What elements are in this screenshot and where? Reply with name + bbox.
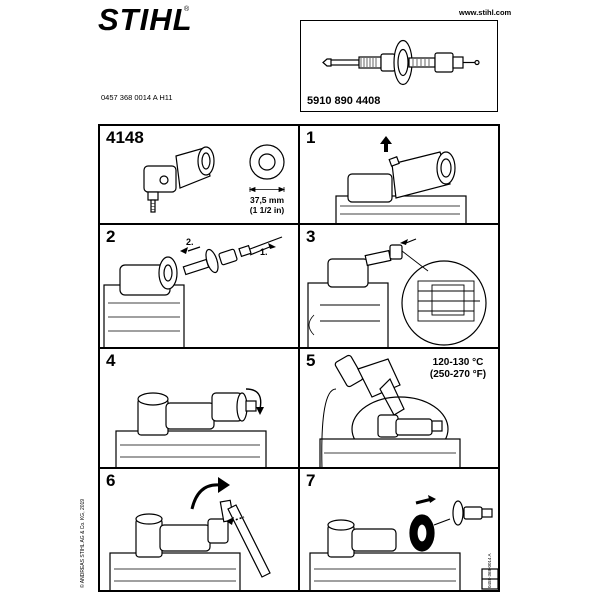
tighten-puller-illustration [307,238,487,347]
arrow-label-2: 2. [186,237,194,247]
step-label: 4 [106,351,116,370]
wrench-puller-illustration [109,477,271,590]
instruction-grid: 4148 [98,124,500,592]
step-6-panel: 6 [99,468,299,591]
temperature-celsius: 120-130 °C [432,357,484,368]
document-number: 0457 368 0014 A H11 [101,93,173,102]
turn-spindle-illustration [115,388,267,467]
temperature-fahrenheit: (250-270 °F) [429,369,487,380]
heat-housing-illustration [319,354,461,467]
copyright-side-text: © ANDREAS STIHL AG & Co. KG, 2019 [80,498,86,588]
step-2-panel: 2 1. 2. [99,224,299,348]
step-1-panel: 1 [299,125,499,224]
dimension-in: (1 1/2 in) [249,205,285,215]
tool-part-number: 5910 890 4408 [307,95,381,107]
bearing-ring-illustration [249,144,285,180]
gear-head-illustration [143,144,286,213]
step-label: 7 [306,471,316,490]
dimension-mm: 37,5 mm [249,195,285,205]
remove-bearing-illustration [309,495,498,590]
special-tool-panel [300,20,498,112]
step-3-panel: 3 [299,224,499,348]
remove-screw-illustration [335,136,467,223]
website-url[interactable]: www.stihl.com [459,8,512,17]
logo-mark-icon [481,568,498,590]
registered-mark: ® [184,6,190,13]
arrow-label-1: 1. [260,247,268,257]
step-4148-panel: 4148 [99,125,299,224]
step-label: 4148 [106,128,144,147]
step-label: 2 [106,227,116,246]
step-5-panel: 5 120-130 °C (250-270 °F) [299,348,499,468]
step-4-panel: 4 [99,348,299,468]
puller-tool-illustration [322,39,480,86]
step-7-panel: 7 [299,468,499,591]
stihl-logo: STIHL [98,2,193,37]
step-label: 1 [306,128,316,147]
step-label: 5 [306,351,316,370]
step-label: 6 [106,471,116,490]
attach-puller-illustration [103,236,283,347]
step-label: 3 [306,227,316,246]
